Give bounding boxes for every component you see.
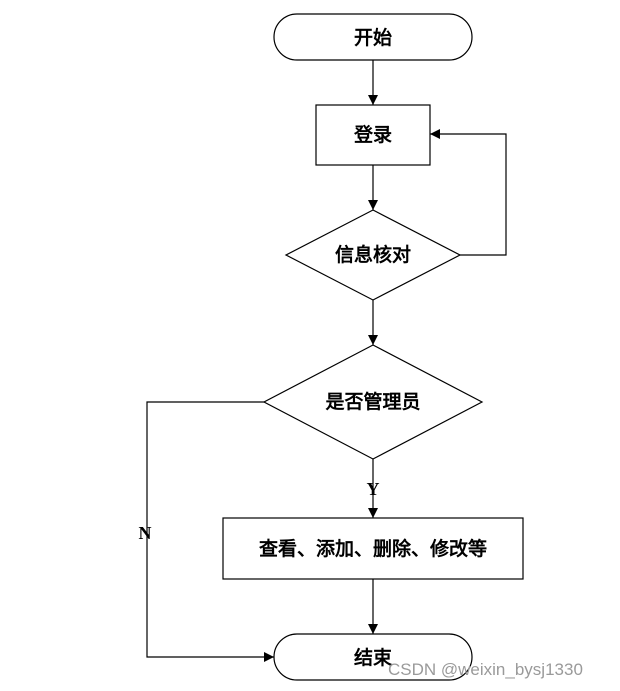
end-terminator — [273, 633, 473, 681]
start-label: 开始 — [354, 26, 392, 49]
edge-verify-loop-login — [430, 129, 507, 256]
yes-label: Y — [367, 479, 380, 499]
end-label: 结束 — [354, 646, 393, 669]
edge-admin-end — [146, 401, 274, 662]
admin-label: 是否管理员 — [325, 390, 420, 413]
login-box — [315, 104, 431, 166]
no-label: N — [139, 523, 152, 543]
actions-label: 查看、添加、删除、修改等 — [258, 537, 487, 560]
login-label: 登录 — [353, 123, 392, 146]
verify-label: 信息核对 — [335, 243, 411, 266]
watermark: CSDN @weixin_bysj1330 — [388, 660, 583, 679]
